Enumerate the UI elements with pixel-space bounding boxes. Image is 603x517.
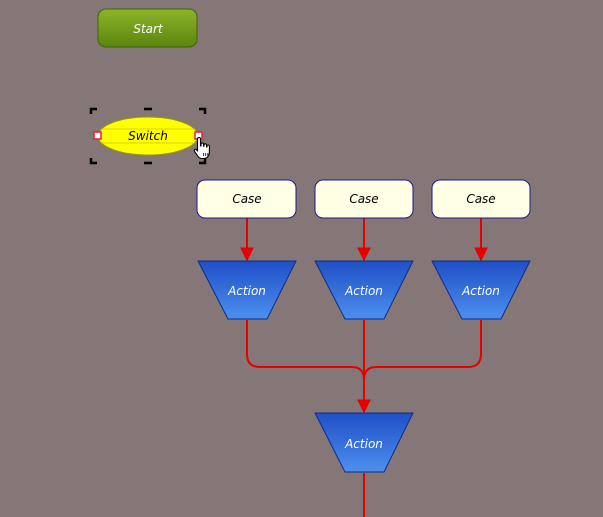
switch-node[interactable]: Switch (97, 116, 199, 156)
start-node-label: Start (133, 22, 164, 36)
case-node-3-label: Case (466, 192, 495, 206)
hand-pointer-icon (193, 136, 210, 160)
case-node-3[interactable]: Case (431, 179, 531, 219)
switch-node-label: Switch (128, 129, 168, 143)
case-node-2[interactable]: Case (314, 179, 414, 219)
connector-action3-merge[interactable] (363, 320, 482, 381)
action-node-merged[interactable]: Action (314, 412, 414, 473)
selection-corner-top-left[interactable] (89, 107, 97, 114)
action-node-3[interactable]: Action (431, 260, 531, 320)
case-node-2-label: Case (349, 192, 378, 206)
selection-corner-bottom-left[interactable] (89, 158, 97, 165)
action-node-2[interactable]: Action (314, 260, 414, 320)
selection-adorner (89, 107, 207, 165)
action-node-2-label: Action (344, 284, 383, 298)
start-node[interactable]: Start (97, 8, 198, 48)
connector-action1-merge[interactable] (246, 320, 365, 381)
action-node-merged-label: Action (344, 437, 383, 451)
case-node-1[interactable]: Case (196, 179, 297, 219)
action-node-1-label: Action (227, 284, 266, 298)
case-node-1-label: Case (232, 192, 261, 206)
selection-corner-bottom-right[interactable] (199, 158, 207, 165)
selection-corner-top-right[interactable] (199, 107, 207, 114)
resize-handle-left[interactable] (93, 131, 102, 140)
action-node-3-label: Action (461, 284, 500, 298)
action-node-1[interactable]: Action (197, 260, 297, 320)
connectors (240, 218, 488, 517)
